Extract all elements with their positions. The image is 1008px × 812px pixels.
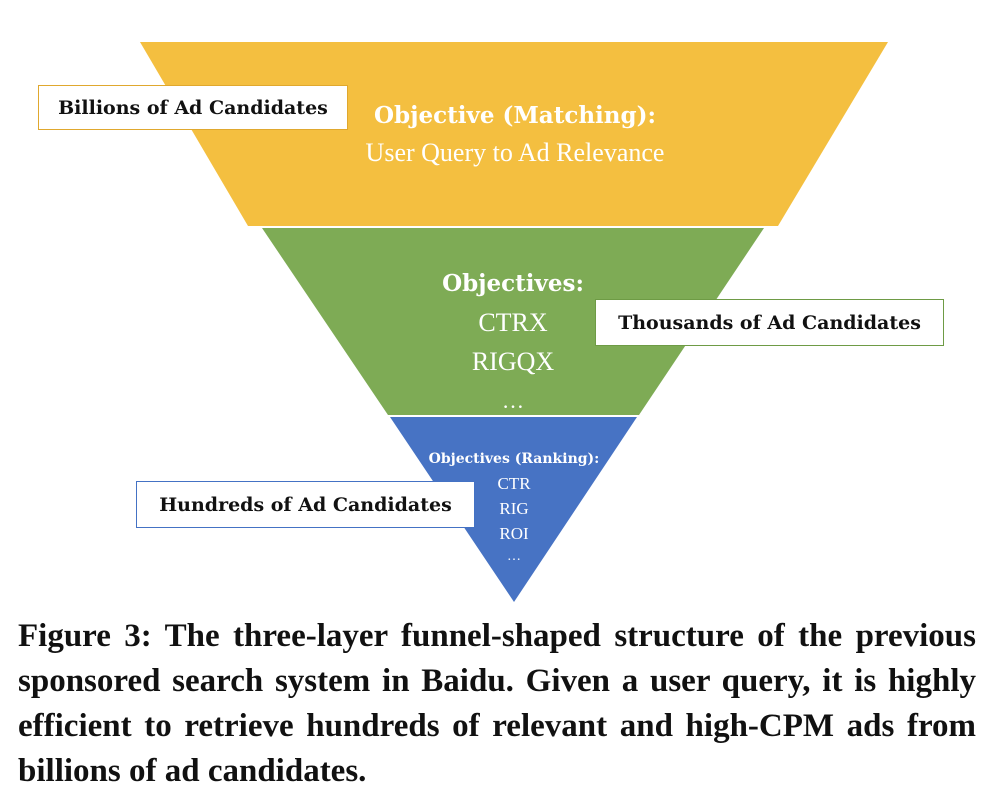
bottom-layer-line: CTR (497, 474, 531, 493)
figure-caption: Figure 3: The three-layer funnel-shaped … (18, 618, 976, 789)
bottom-layer-heading: Objectives (Ranking): (428, 451, 600, 467)
middle-layer-line: … (502, 388, 524, 413)
bottom-layer-line: ROI (499, 524, 529, 543)
bottom-layer-line: … (507, 549, 521, 564)
bottom-layer-line: RIG (499, 499, 529, 518)
hundreds-label-box: Hundreds of Ad Candidates (136, 481, 475, 528)
top-layer-line: User Query to Ad Relevance (365, 138, 665, 167)
bottom-layer-text: Objectives (Ranking): CTR RIG ROI … (414, 447, 614, 568)
thousands-label-box: Thousands of Ad Candidates (595, 299, 944, 346)
middle-layer-heading: Objectives: (442, 270, 584, 297)
middle-layer-line: RIGQX (471, 347, 555, 376)
top-layer-heading: Objective (Matching): (374, 102, 656, 129)
funnel-layer-bottom (390, 417, 637, 602)
billions-label-box: Billions of Ad Candidates (38, 85, 348, 130)
funnel-layer-middle (262, 228, 764, 415)
middle-layer-text: Objectives: CTRX RIGQX … (413, 265, 613, 420)
top-layer-text: Objective (Matching): User Query to Ad R… (290, 98, 740, 172)
middle-layer-line: CTRX (478, 308, 548, 337)
